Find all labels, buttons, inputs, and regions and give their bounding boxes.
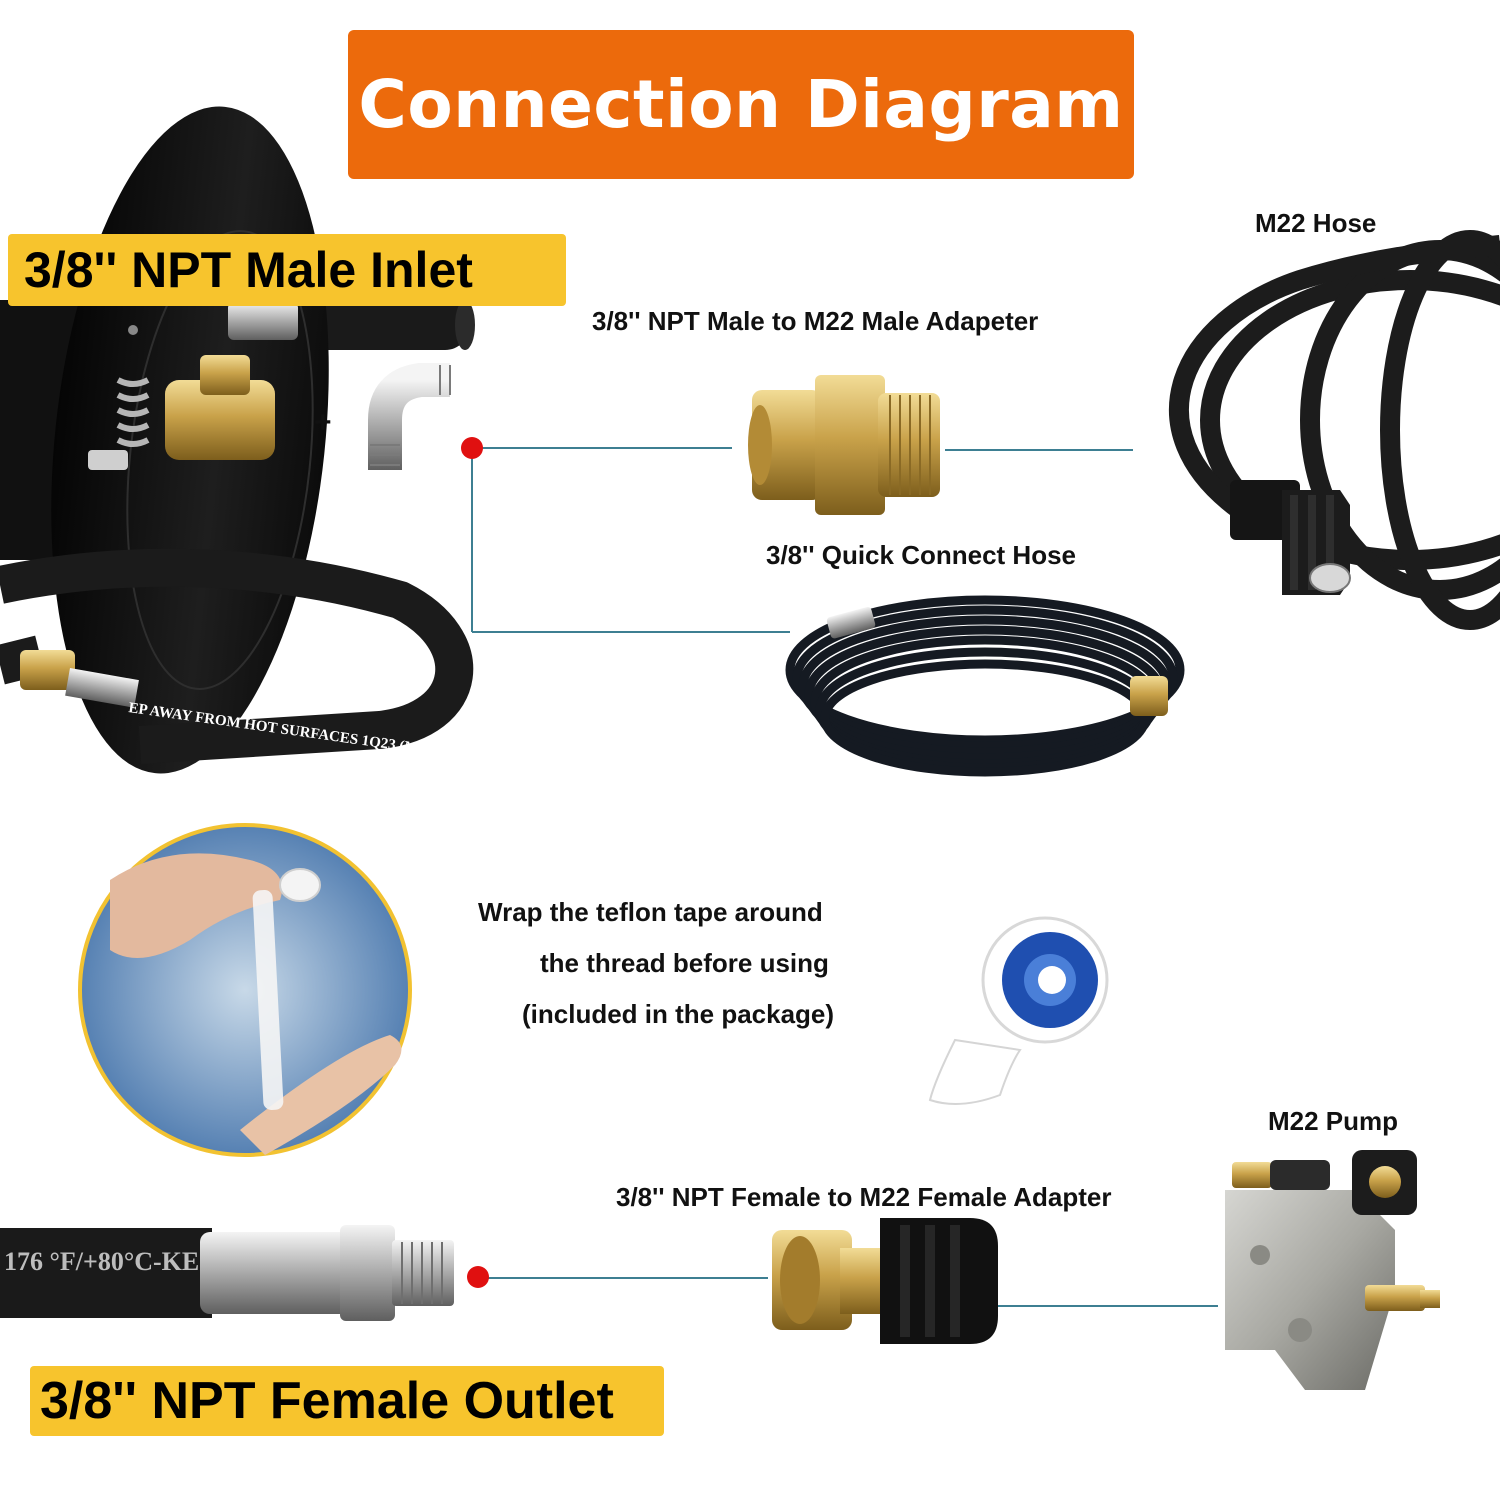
outlet-label-box: 3/8'' NPT Female Outlet bbox=[30, 1366, 664, 1436]
male-to-m22-male-adapter bbox=[748, 375, 940, 515]
male-adapter-label: 3/8'' NPT Male to M22 Male Adapeter bbox=[592, 306, 1039, 336]
teflon-note-line-1: Wrap the teflon tape around bbox=[478, 897, 823, 927]
outlet-hose-print: 176 °F/+80°C-KE bbox=[4, 1247, 199, 1276]
teflon-tape-roll bbox=[928, 916, 1109, 1105]
teflon-tape-photo bbox=[78, 823, 412, 1157]
m22-pump bbox=[1225, 1150, 1440, 1390]
page-title: Connection Diagram bbox=[358, 66, 1124, 143]
plus-sign: + bbox=[314, 406, 332, 439]
outlet-hose-end bbox=[0, 1225, 454, 1321]
m22-hose-label: M22 Hose bbox=[1255, 208, 1377, 238]
female-to-m22-female-adapter bbox=[772, 1218, 998, 1344]
outlet-connector-dot bbox=[467, 1266, 489, 1288]
m22-hose-coil bbox=[1169, 230, 1500, 630]
quick-connect-hose-coil bbox=[785, 595, 1185, 777]
m22-hose-coupler bbox=[1230, 480, 1351, 595]
hose-reel bbox=[0, 106, 475, 774]
title-banner: Connection Diagram bbox=[348, 30, 1134, 179]
teflon-note-line-2: the thread before using bbox=[540, 948, 829, 978]
female-adapter-label: 3/8'' NPT Female to M22 Female Adapter bbox=[616, 1182, 1112, 1212]
bottom-connectors bbox=[478, 1277, 1218, 1307]
quick-connect-hose-label: 3/8'' Quick Connect Hose bbox=[766, 540, 1077, 570]
teflon-note-line-3: (included in the package) bbox=[522, 999, 835, 1029]
inlet-label: 3/8'' NPT Male Inlet bbox=[24, 242, 473, 298]
elbow-fitting bbox=[368, 363, 451, 470]
m22-pump-label: M22 Pump bbox=[1268, 1106, 1399, 1136]
top-connectors bbox=[471, 447, 1133, 633]
inlet-connector-dot bbox=[461, 437, 483, 459]
outlet-label: 3/8'' NPT Female Outlet bbox=[40, 1372, 614, 1430]
inlet-label-box: 3/8'' NPT Male Inlet bbox=[8, 234, 566, 306]
